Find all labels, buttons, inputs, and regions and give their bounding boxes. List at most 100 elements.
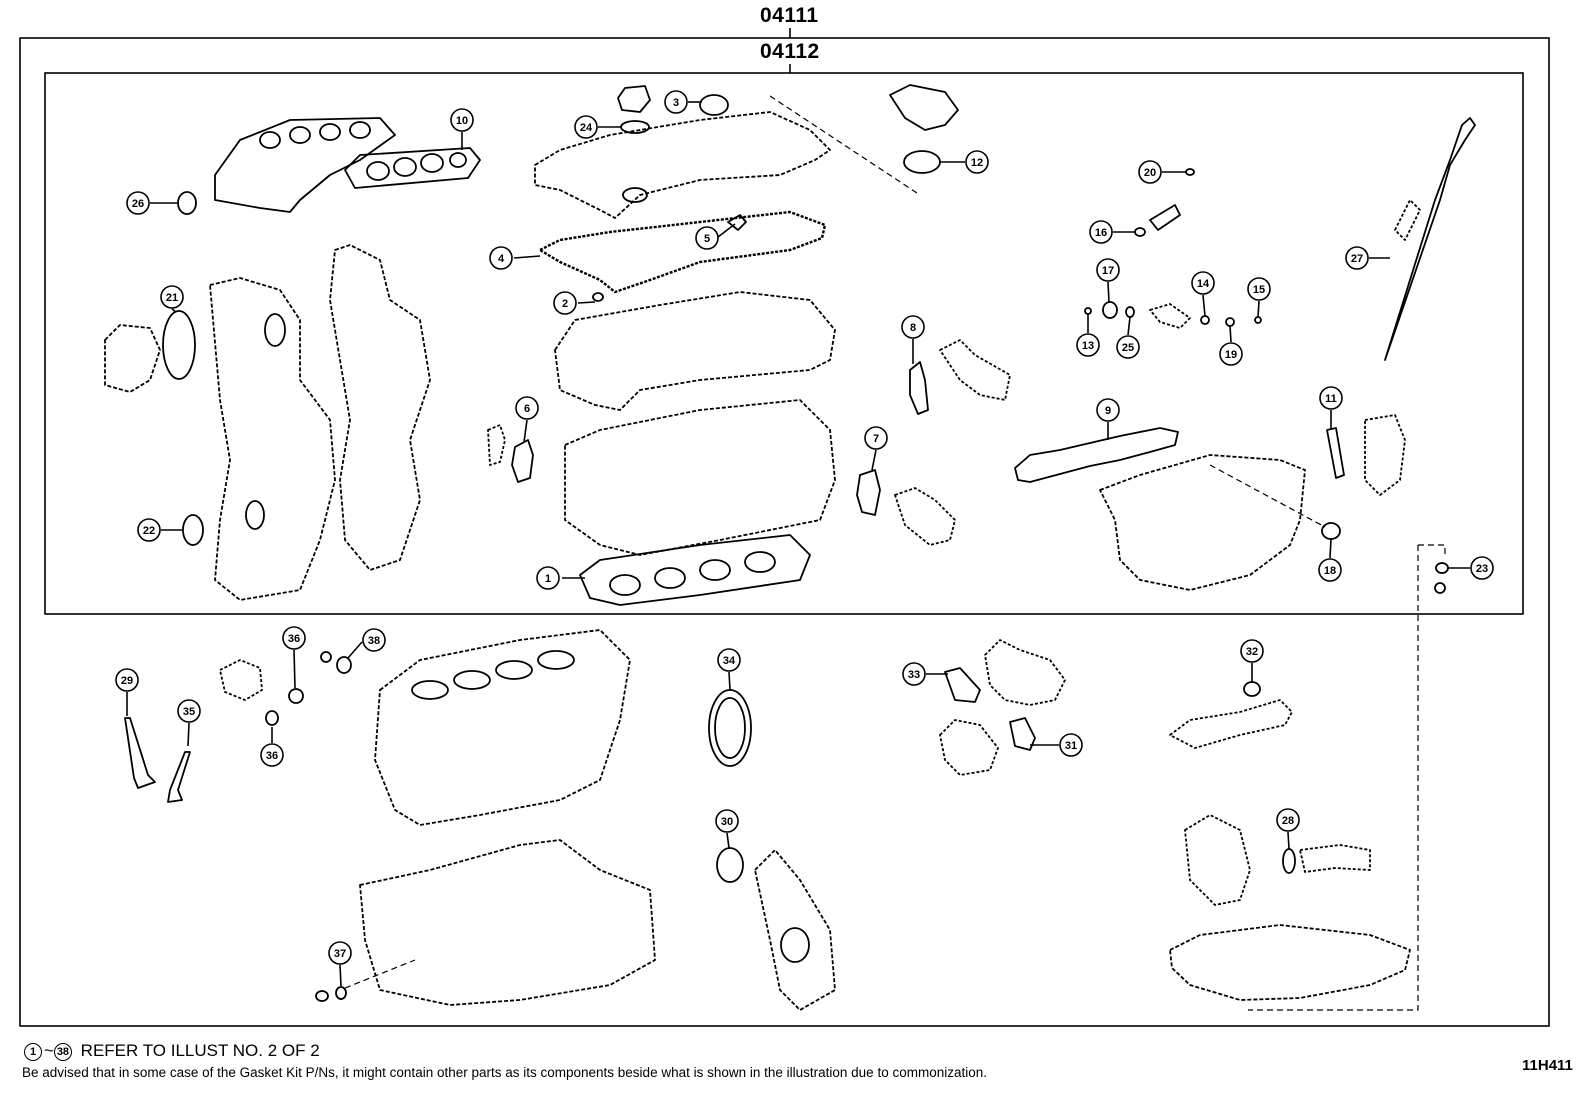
exhaust-manifold-part (214, 117, 396, 213)
callout-34 (717, 648, 741, 691)
callout-number: 14 (1197, 278, 1210, 290)
callout-9 (1096, 398, 1120, 440)
intake-manifold-gasket-part (1014, 427, 1179, 483)
valve-part-29 (124, 717, 156, 789)
callout-number: 16 (1095, 227, 1107, 239)
callout-14 (1191, 271, 1215, 317)
callout-number: 10 (456, 115, 468, 127)
oil-filler-cap-part (617, 85, 651, 113)
callout-8 (901, 315, 925, 364)
callout-number: 30 (721, 816, 733, 828)
callout-number: 27 (1351, 253, 1363, 265)
valve-part-35 (167, 751, 191, 803)
inner-kit-code: 04112 (760, 40, 820, 63)
callout-number: 26 (132, 198, 144, 210)
callout-number: 34 (723, 655, 736, 667)
callout-number: 2 (562, 298, 568, 310)
range-start-circle: 1 (24, 1043, 42, 1061)
callout-12 (940, 150, 989, 174)
callout-number: 3 (673, 97, 679, 109)
callout-number: 15 (1253, 284, 1265, 296)
outer-kit-code: 04111 (760, 4, 819, 27)
timing-case-part (329, 244, 431, 571)
callout-number: 11 (1325, 393, 1337, 405)
callout-number: 21 (166, 292, 178, 304)
callout-7 (864, 426, 888, 471)
callout-20 (1138, 160, 1186, 184)
callout-number: 36 (266, 750, 278, 762)
callout-number: 31 (1065, 740, 1077, 752)
callout-21 (160, 285, 184, 313)
callout-number: 22 (143, 525, 155, 537)
callout-number: 18 (1324, 565, 1336, 577)
intake-manifold-part (1099, 454, 1306, 591)
callout-number: 36 (288, 633, 300, 645)
callout-35 (177, 699, 201, 747)
callout-number: 20 (1144, 167, 1156, 179)
callout-number: 12 (971, 157, 983, 169)
callout-17 (1096, 258, 1120, 303)
callout-number: 23 (1476, 563, 1488, 575)
o-ring-part-18 (1321, 522, 1341, 540)
callout-15 (1247, 277, 1271, 318)
parts-drawings (104, 84, 1476, 1011)
callout-labels (115, 90, 1494, 987)
o-ring-part-37 (335, 986, 347, 1000)
callout-number: 7 (873, 433, 879, 445)
cylinder-block-part (374, 629, 631, 826)
callout-number: 5 (704, 233, 710, 245)
gasket-part-7 (856, 469, 881, 516)
range-tilde: ~ (44, 1041, 54, 1060)
callout-22 (137, 518, 183, 542)
oil-pump-part (754, 849, 836, 1011)
callout-24 (574, 115, 621, 139)
footer-note: Be advised that in some case of the Gask… (22, 1065, 987, 1080)
callout-18 (1318, 538, 1342, 582)
range-end-circle: 38 (53, 1043, 72, 1061)
crankcase-part (359, 839, 656, 1006)
callout-number: 28 (1282, 815, 1294, 827)
gasket-part-11 (1326, 427, 1345, 479)
outer-kit-frame (19, 37, 1550, 1027)
callout-5 (695, 223, 736, 250)
callout-number: 6 (524, 403, 530, 415)
callout-number: 25 (1122, 342, 1134, 354)
callout-3 (664, 90, 702, 114)
callout-number: 13 (1082, 340, 1094, 352)
callout-2 (553, 291, 596, 315)
callout-33 (902, 662, 948, 686)
exhaust-gasket-part (344, 147, 481, 189)
callout-29 (115, 668, 139, 716)
callout-37 (328, 941, 352, 987)
callout-1 (536, 566, 585, 590)
callout-number: 8 (910, 322, 916, 334)
callout-38 (347, 628, 386, 659)
oil-pan-part (1169, 924, 1411, 1001)
footer-refer-line: 1~38 REFER TO ILLUST NO. 2 OF 2 (24, 1041, 336, 1062)
oil-level-gauge-part (1384, 117, 1476, 361)
callout-13 (1076, 314, 1100, 357)
callout-number: 17 (1102, 265, 1114, 277)
callout-number: 1 (545, 573, 551, 585)
illustration-id: 11H411 (1522, 1057, 1573, 1074)
cylinder-head-cover-part (534, 111, 831, 219)
oil-seal-part-22 (182, 514, 204, 546)
oil-seal-part-26 (177, 191, 197, 215)
cylinder-head-part (564, 399, 836, 556)
gasket-part-12 (903, 150, 941, 174)
callout-26 (126, 191, 178, 215)
callout-number: 4 (498, 253, 505, 265)
refer-text: REFER TO ILLUST NO. 2 OF 2 (80, 1041, 320, 1060)
callout-11 (1319, 386, 1343, 430)
valve-cover-gasket-part (538, 210, 827, 294)
callout-numbers: 1 2 3 4 5 6 7 8 9 10 11 12 13 14 15 16 1… (121, 97, 1488, 960)
callout-number: 35 (183, 706, 195, 718)
water-outlet-part (889, 84, 959, 131)
cylinder-head-gasket-part (579, 534, 811, 606)
callout-number: 19 (1225, 349, 1237, 361)
callout-28 (1276, 808, 1300, 850)
callout-number: 9 (1105, 405, 1111, 417)
callout-number: 33 (908, 669, 920, 681)
callout-number: 32 (1246, 646, 1258, 658)
